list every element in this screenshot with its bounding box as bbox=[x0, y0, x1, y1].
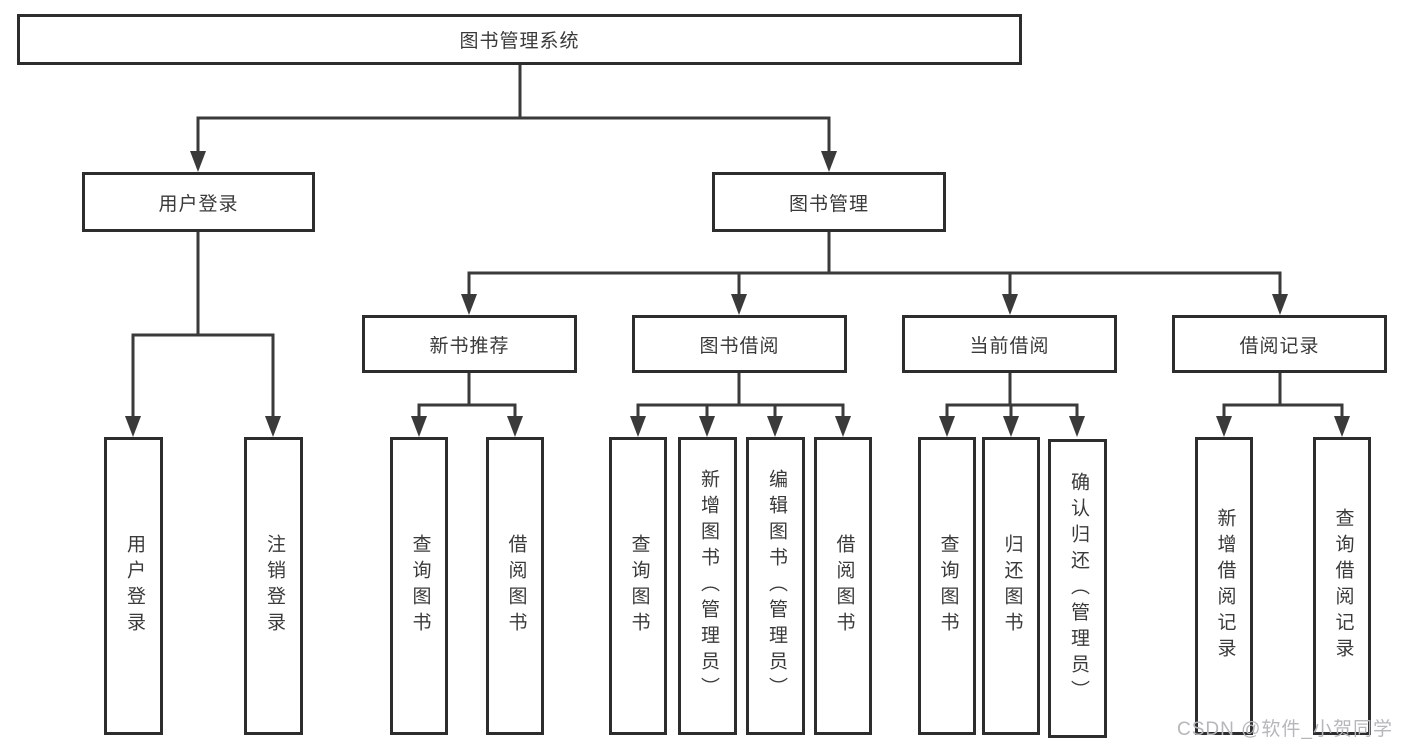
node-label: 查询图书 bbox=[628, 534, 650, 638]
node-book-management: 图书管理 bbox=[712, 172, 946, 232]
node-label: 归还图书 bbox=[1001, 534, 1023, 638]
node-label: 借阅图书 bbox=[833, 534, 855, 638]
node-user-login: 用户登录 bbox=[82, 172, 315, 232]
leaf-borrow-books-recommend: 借阅图书 bbox=[486, 437, 544, 735]
leaf-return-books: 归还图书 bbox=[982, 437, 1040, 735]
node-label: 查询图书 bbox=[409, 534, 431, 638]
leaf-edit-books-admin: 编辑图书（管理员） bbox=[746, 437, 805, 735]
node-label: 查询借阅记录 bbox=[1332, 508, 1354, 664]
leaf-query-books-current: 查询图书 bbox=[918, 437, 976, 735]
leaf-confirm-return-admin: 确认归还（管理员） bbox=[1048, 439, 1107, 738]
node-label: 用户登录 bbox=[123, 534, 145, 638]
leaf-add-books-admin: 新增图书（管理员） bbox=[678, 437, 737, 735]
leaf-user-login: 用户登录 bbox=[104, 437, 163, 735]
node-borrowing-records: 借阅记录 bbox=[1172, 315, 1387, 373]
node-label: 查询图书 bbox=[937, 534, 959, 638]
node-root-system: 图书管理系统 bbox=[17, 14, 1022, 65]
leaf-query-books-borrowing: 查询图书 bbox=[609, 437, 667, 735]
node-book-borrowing: 图书借阅 bbox=[632, 315, 847, 373]
leaf-borrow-books: 借阅图书 bbox=[814, 437, 872, 735]
leaf-query-books-recommend: 查询图书 bbox=[390, 437, 448, 735]
node-label: 注销登录 bbox=[263, 534, 285, 638]
node-label: 确认归还（管理员） bbox=[1067, 471, 1089, 706]
node-label: 新增图书（管理员） bbox=[697, 469, 719, 703]
node-new-book-recommend: 新书推荐 bbox=[362, 315, 577, 373]
node-current-borrowing: 当前借阅 bbox=[902, 315, 1117, 373]
node-label: 借阅图书 bbox=[505, 534, 527, 638]
node-label: 新增借阅记录 bbox=[1214, 508, 1236, 664]
leaf-add-borrow-record: 新增借阅记录 bbox=[1195, 437, 1253, 735]
leaf-logout: 注销登录 bbox=[244, 437, 303, 735]
leaf-query-borrow-record: 查询借阅记录 bbox=[1313, 437, 1371, 735]
node-label: 编辑图书（管理员） bbox=[765, 469, 787, 703]
